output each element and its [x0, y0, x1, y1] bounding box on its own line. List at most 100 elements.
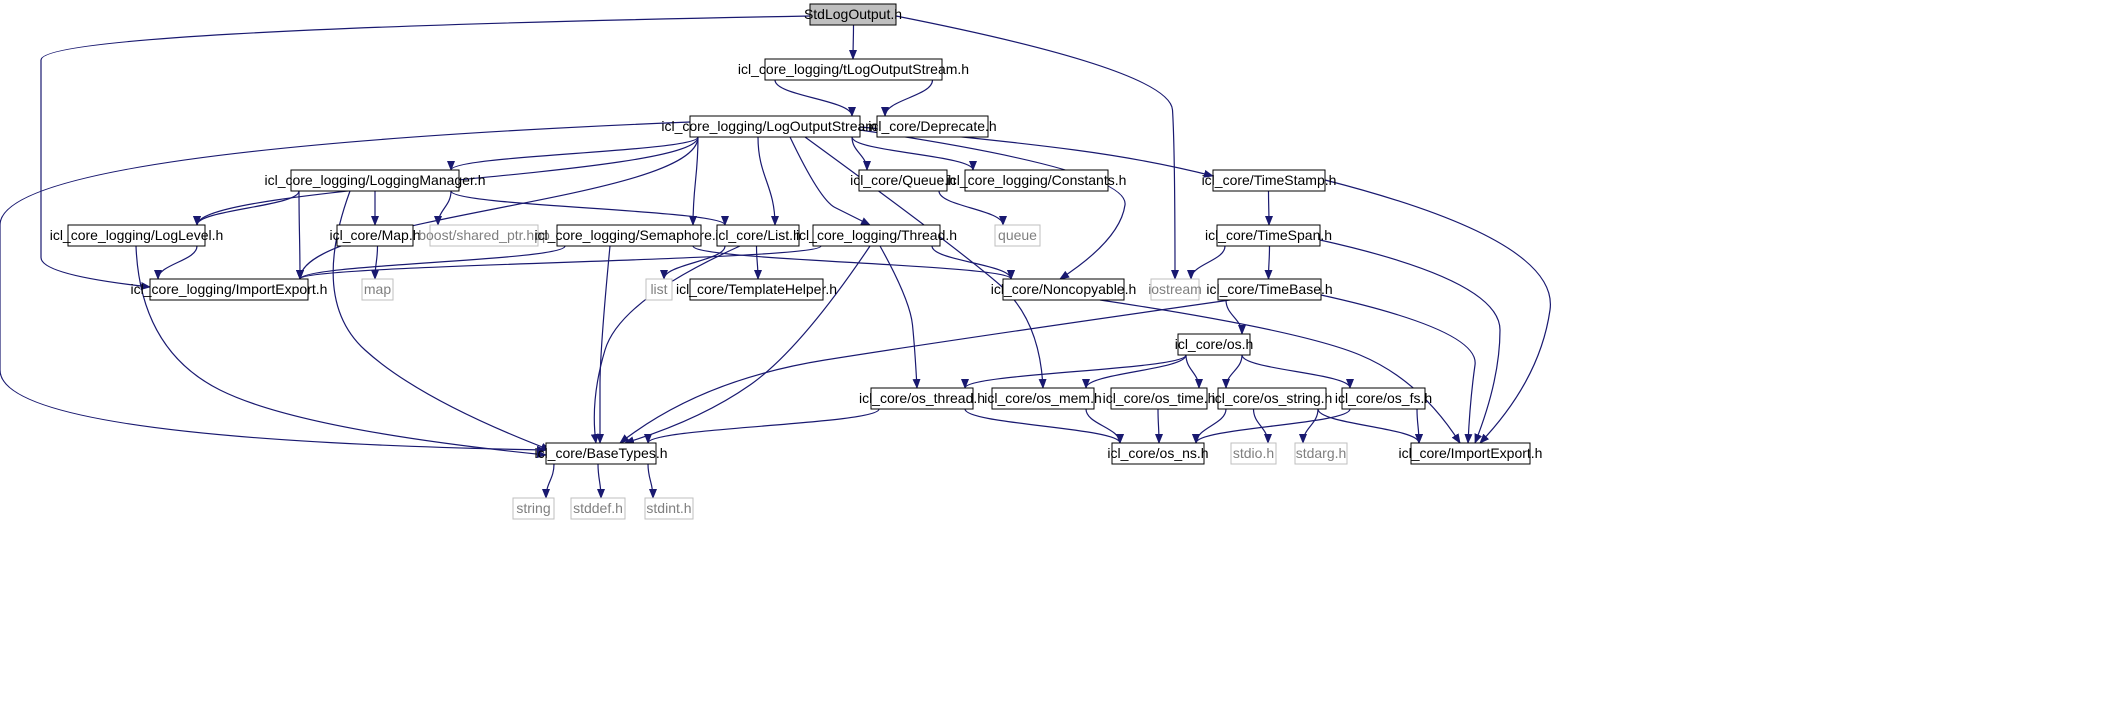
node-label: icl_core/BaseTypes.h [534, 445, 667, 461]
node-n7[interactable]: icl_core/TimeStamp.h [1202, 169, 1337, 192]
nodes-layer: StdLogOutput.h icl_core_logging/tLogOutpu… [50, 3, 1543, 520]
node-label: icl_core/os_thread.h [859, 390, 985, 406]
node-n34: string [512, 497, 555, 520]
edge-n2-n4 [447, 136, 699, 171]
edge-n7-n15 [1264, 190, 1273, 226]
node-n30[interactable]: icl_core/os_ns.h [1107, 442, 1209, 465]
node-box [290, 169, 460, 192]
edge-n2-n6 [851, 136, 977, 171]
edge-n27-n33 [1317, 408, 1423, 444]
node-box [545, 442, 657, 465]
node-n15[interactable]: icl_core/TimeSpan.h [1205, 224, 1332, 247]
node-label: iostream [1148, 281, 1202, 297]
node-box [336, 224, 414, 247]
edge-n11-n29 [596, 245, 611, 444]
node-label: icl_core/Noncopyable.h [991, 281, 1137, 297]
node-n31: stdio.h [1230, 442, 1277, 465]
node-n21: iostream [1148, 278, 1202, 301]
edge-n23-n28 [1241, 354, 1354, 389]
node-label: stdio.h [1233, 445, 1274, 461]
edge-n23-n27 [1222, 354, 1243, 389]
node-label: icl_core_logging/LogOutputStream.h [661, 118, 888, 134]
node-n29[interactable]: icl_core/BaseTypes.h [534, 442, 668, 465]
node-label: stddef.h [573, 500, 623, 516]
edge-n29-n34 [542, 463, 555, 499]
edge-n29-n36 [647, 463, 657, 499]
edge-n15-n21 [1187, 245, 1226, 280]
edge-n28-n30 [1192, 408, 1351, 444]
node-n4[interactable]: icl_core_logging/LoggingManager.h [264, 169, 486, 192]
node-n2[interactable]: icl_core_logging/LogOutputStream.h [661, 115, 889, 138]
node-n26[interactable]: icl_core/os_time.h [1103, 387, 1216, 410]
node-label: icl_core_logging/ImportExport.h [131, 281, 328, 297]
node-label: icl_core_logging/Constants.h [947, 172, 1127, 188]
node-n23[interactable]: icl_core/os.h [1175, 333, 1254, 356]
edge-n27-n30 [1192, 408, 1227, 444]
node-n11[interactable]: icl_core_logging/Semaphore.h [534, 224, 724, 247]
node-box [570, 497, 626, 520]
node-n27[interactable]: icl_core/os_string.h [1212, 387, 1333, 410]
node-box [512, 497, 555, 520]
node-box [1410, 442, 1531, 465]
edge-n26-n30 [1154, 408, 1163, 444]
node-label: icl_core/os_string.h [1212, 390, 1333, 406]
node-n6[interactable]: icl_core_logging/Constants.h [947, 169, 1127, 192]
node-box [1150, 278, 1200, 301]
edge-n12-n29 [590, 245, 741, 444]
edge-n2-n12 [757, 136, 779, 226]
node-n33[interactable]: icl_core/ImportExport.h [1399, 442, 1543, 465]
node-n19[interactable]: icl_core/TemplateHelper.h [676, 278, 837, 301]
node-n14: queue [994, 224, 1041, 247]
node-box [1217, 278, 1322, 301]
edge-n13-n16 [296, 245, 822, 280]
edge-n15-n22 [1264, 245, 1273, 280]
node-n16[interactable]: icl_core_logging/ImportExport.h [131, 278, 328, 301]
edge-n12-n19 [753, 245, 762, 280]
node-n25[interactable]: icl_core/os_mem.h [984, 387, 1102, 410]
node-box [1002, 278, 1125, 301]
edge-n0-n16 [40, 15, 811, 290]
edge-n5-n14 [938, 190, 1007, 226]
node-n13[interactable]: icl_core_logging/Thread.h [796, 224, 957, 247]
node-box [764, 58, 943, 81]
node-label: string [516, 500, 550, 516]
edge-n12-n18 [660, 245, 726, 280]
node-n5[interactable]: icl_core/Queue.h [850, 169, 956, 192]
node-n9[interactable]: icl_core/Map.h [329, 224, 421, 247]
node-n3[interactable]: icl_core/Deprecate.h [868, 115, 997, 138]
node-label: list [650, 281, 667, 297]
edge-n28-n33 [1414, 408, 1423, 444]
node-label: stdint.h [646, 500, 691, 516]
node-n28[interactable]: icl_core/os_fs.h [1335, 387, 1432, 410]
edges-layer [0, 15, 1551, 499]
node-box [809, 3, 897, 26]
edge-n4-n10 [434, 190, 452, 226]
node-box [429, 224, 539, 247]
node-box [1230, 442, 1277, 465]
edge-n20-n33 [1099, 299, 1461, 444]
node-n10: boost/shared_ptr.hpp [418, 224, 550, 247]
node-box [964, 169, 1109, 192]
node-box [556, 224, 702, 247]
edge-n1-n2 [774, 79, 856, 117]
node-label: icl_core/Deprecate.h [868, 118, 996, 134]
node-n1[interactable]: icl_core_logging/tLogOutputStream.h [738, 58, 969, 81]
edge-n22-n29 [619, 299, 1231, 444]
node-n22[interactable]: icl_core/TimeBase.h [1206, 278, 1333, 301]
node-label: icl_core/os_fs.h [1335, 390, 1432, 406]
edge-n1-n3 [881, 79, 934, 117]
node-label: icl_core/Queue.h [850, 172, 956, 188]
node-n8[interactable]: icl_core_logging/LogLevel.h [50, 224, 224, 247]
edge-n29-n35 [596, 463, 605, 499]
node-box [361, 278, 394, 301]
node-n20[interactable]: icl_core/Noncopyable.h [991, 278, 1137, 301]
node-box [876, 115, 989, 138]
node-n12[interactable]: icl_core/List.h [715, 224, 801, 247]
node-box [1216, 224, 1321, 247]
node-label: icl_core_logging/LoggingManager.h [264, 172, 485, 188]
node-label: StdLogOutput.h [804, 6, 902, 22]
edge-n23-n24 [961, 354, 1187, 389]
edge-n2-n5 [851, 136, 871, 171]
node-n24[interactable]: icl_core/os_thread.h [859, 387, 985, 410]
